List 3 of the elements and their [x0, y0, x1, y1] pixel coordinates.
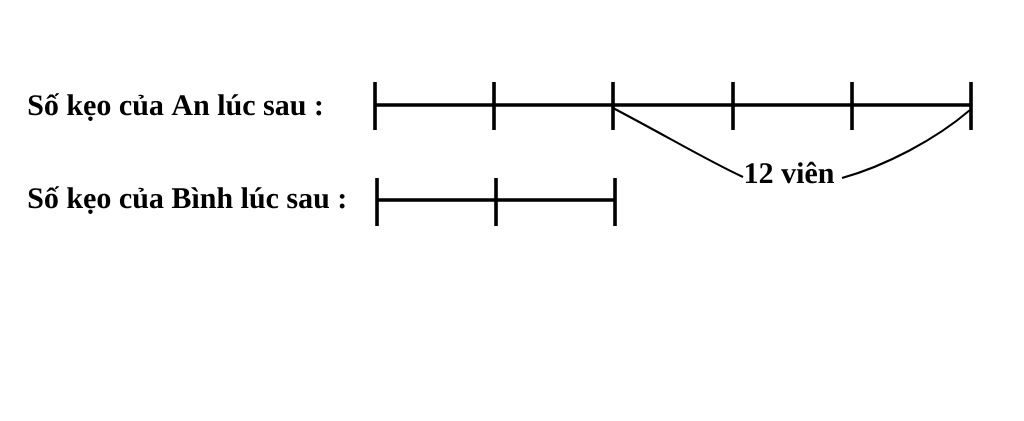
- row-label: Số kẹo của Bình lúc sau :: [28, 186, 345, 214]
- brace-label: 12 viên: [746, 161, 834, 184]
- row-label: Số kẹo của An lúc sau :: [28, 93, 322, 121]
